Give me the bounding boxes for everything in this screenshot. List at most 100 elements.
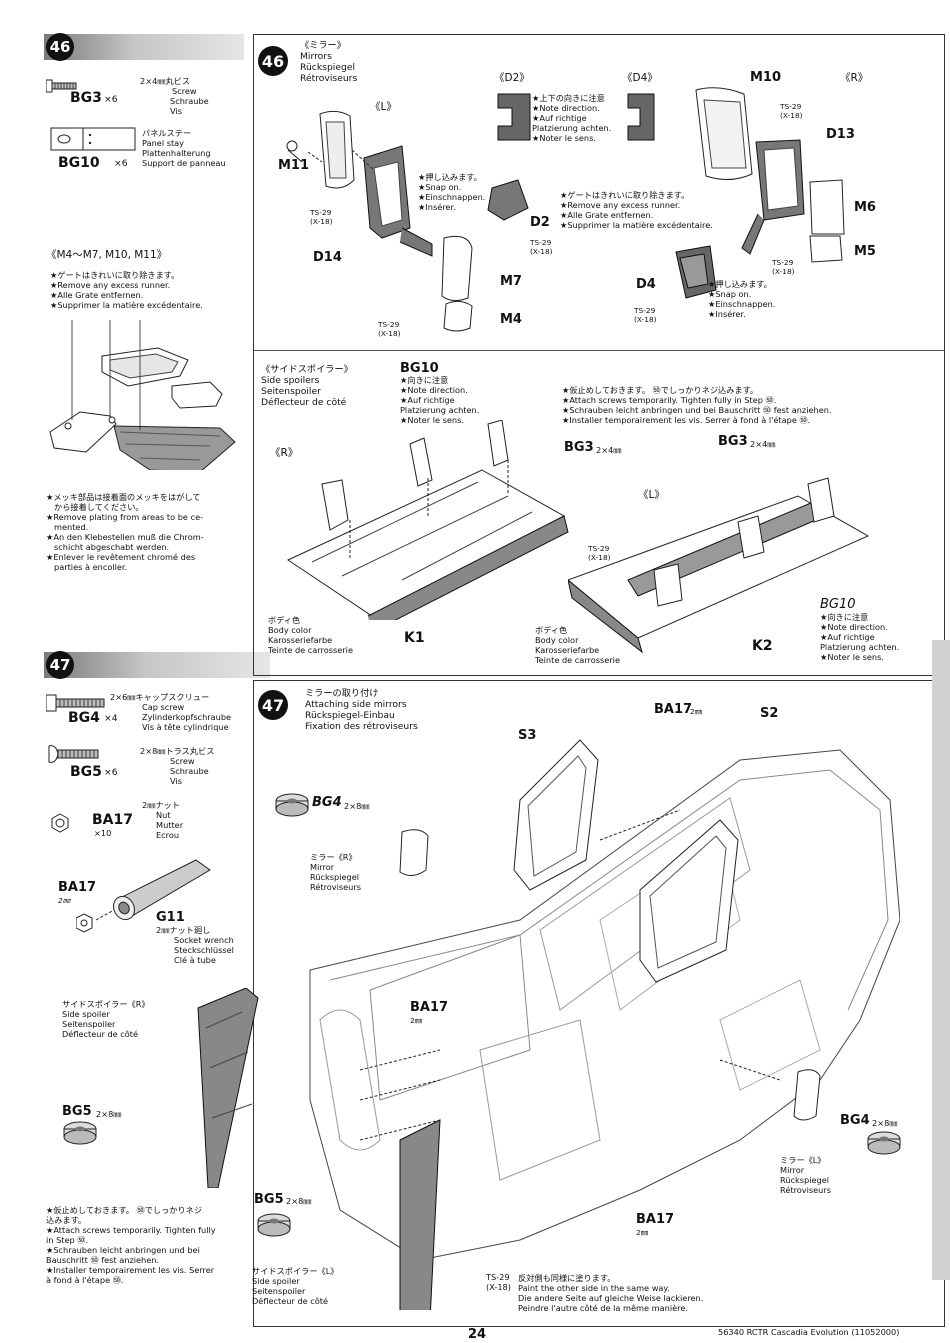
bg3-spoiler-size-2: 2×4㎜ bbox=[750, 439, 776, 449]
tool-code: G11 bbox=[156, 910, 185, 925]
tool-nut-size: 2㎜ bbox=[58, 896, 71, 905]
right-mirror-assembly bbox=[675, 87, 845, 299]
runner-removal-diagram bbox=[49, 320, 236, 470]
step-46-panel bbox=[253, 34, 945, 676]
right-spoiler-label: 《R》 bbox=[270, 447, 299, 459]
bg3-spoiler-label-2: BG3 bbox=[718, 434, 748, 449]
bg10-qty: ×6 bbox=[114, 158, 128, 169]
step-46-inner-divider bbox=[254, 350, 944, 351]
m11-label: M11 bbox=[278, 158, 310, 173]
bg4-part-icon-1 bbox=[275, 793, 309, 817]
left-side-spoiler-drawing bbox=[568, 477, 870, 654]
step-46-header-bar bbox=[44, 34, 244, 60]
mirror-r-note: ミラー《R》 Mirror Rückspiegel Rétroviseurs bbox=[310, 852, 362, 892]
step-47-header-bar bbox=[44, 652, 270, 678]
bg5-part-icon-2 bbox=[257, 1213, 291, 1237]
paint-code-note: TS-29 (X-18) bbox=[486, 1272, 511, 1292]
bg4-label-2: BG4 bbox=[840, 1113, 870, 1128]
m10-label: M10 bbox=[750, 70, 782, 85]
ts29-paint-5: TS-29 (X-18) bbox=[772, 258, 795, 276]
d2-label: D2 bbox=[530, 215, 550, 230]
mirrors-title: 《ミラー》 Mirrors Rückspiegel Rétroviseurs bbox=[300, 40, 358, 84]
tool-desc: 2㎜ナット廻し Socket wrench Steckschlüssel Clé… bbox=[156, 925, 234, 965]
bg4-qty: ×4 bbox=[104, 713, 118, 724]
d2-d4-direction-views bbox=[497, 93, 655, 141]
temporary-screws-note: ★仮止めしておきます。 ㊿でしっかりネジ込みます。 ★Attach screws… bbox=[562, 385, 832, 425]
side-spoilers-title: 《サイドスポイラー》 Side spoilers Seitenspoiler D… bbox=[261, 364, 353, 408]
note-m4-m11-title: 《M4〜M7, M10, M11》 bbox=[46, 249, 168, 261]
step-47-number: 47 bbox=[46, 651, 74, 679]
temporary-screws-note-2: ★仮止めしておきます。 ㊿でしっかりネジ 込みます。 ★Attach screw… bbox=[46, 1205, 216, 1285]
bg5-size-2: 2×8㎜ bbox=[286, 1196, 312, 1206]
d2-view-label: 《D2》 bbox=[494, 72, 530, 84]
spoiler-l-note: サイドスポイラー《L》 Side spoiler Seitenspoiler D… bbox=[252, 1266, 339, 1306]
bg5-qty: ×6 bbox=[104, 767, 118, 778]
bg5-code: BG5 bbox=[70, 764, 102, 780]
s2-label: S2 bbox=[760, 706, 779, 721]
right-side-spoiler-drawing bbox=[286, 420, 569, 620]
step-47-circle: 47 bbox=[258, 690, 288, 720]
ts29-paint-4: TS-29 (X-18) bbox=[780, 102, 803, 120]
right-mirror-label: 《R》 bbox=[840, 72, 869, 84]
bg3-spoiler-label-1: BG3 bbox=[564, 440, 594, 455]
ts29-paint-6: TS-29 (X-18) bbox=[634, 306, 657, 324]
ts29-paint-2: TS-29 (X-18) bbox=[530, 238, 553, 256]
bg4-label-1: BG4 bbox=[312, 795, 342, 810]
bg3-code: BG3 bbox=[70, 90, 102, 106]
m7-label: M7 bbox=[500, 274, 522, 289]
d4-label: D4 bbox=[636, 277, 656, 292]
bg4-size-1: 2×8㎜ bbox=[344, 801, 370, 811]
d4-view-label: 《D4》 bbox=[622, 72, 658, 84]
bg3-desc: 2×4㎜丸ビス Screw Schraube Vis bbox=[140, 76, 209, 116]
tool-nut-code: BA17 bbox=[58, 880, 97, 895]
bg3-spoiler-size-1: 2×4㎜ bbox=[596, 445, 622, 455]
bg4-cap-screw-icon bbox=[46, 694, 105, 712]
bg5-label-2: BG5 bbox=[254, 1192, 284, 1207]
bg5-desc: 2×8㎜トラス丸ビス Screw Schraube Vis bbox=[140, 746, 215, 786]
bg10-panel-stay-icon bbox=[50, 127, 136, 151]
d14-label: D14 bbox=[313, 250, 342, 265]
bg4-part-icon-2 bbox=[867, 1131, 901, 1155]
m4-label: M4 bbox=[500, 312, 522, 327]
bg10-spoiler-label: BG10 bbox=[400, 361, 439, 376]
ts29-paint-7: TS-29 (X-18) bbox=[588, 544, 611, 562]
attaching-mirrors-title: ミラーの取り付け Attaching side mirrors Rückspie… bbox=[305, 688, 418, 732]
step-46-circle: 46 bbox=[258, 46, 288, 76]
ba17-size-3: 2㎜ bbox=[636, 1228, 649, 1237]
s3-label: S3 bbox=[518, 728, 537, 743]
ba17-label-1: BA17 bbox=[654, 702, 693, 717]
ba17-desc: 2㎜ナット Nut Mutter Ecrou bbox=[142, 800, 184, 840]
bg10-desc: パネルステー Panel stay Plattenhalterung Suppo… bbox=[142, 128, 226, 168]
ba17-size-1: 2㎜ bbox=[690, 707, 703, 716]
bg4-size-2: 2×8㎜ bbox=[872, 1118, 898, 1128]
ba17-size-2: 2㎜ bbox=[410, 1016, 423, 1025]
bg3-screw-icon bbox=[46, 79, 77, 93]
d13-label: D13 bbox=[826, 127, 855, 142]
bg10-direction-note-2: ★向きに注意 ★Note direction. ★Auf richtige Pl… bbox=[820, 612, 900, 662]
socket-wrench-icon bbox=[76, 859, 211, 933]
bg10-spoiler-label-2: BG10 bbox=[820, 597, 856, 612]
footer-reference: 56340 RCTR Cascadia Evolution (11052000) bbox=[718, 1327, 900, 1337]
snap-on-note-1: ★押し込みます。 ★Snap on. ★Einschnappen. ★Insér… bbox=[418, 172, 486, 212]
ba17-label-2: BA17 bbox=[410, 1000, 449, 1015]
snap-on-note-2: ★押し込みます。 ★Snap on. ★Einschnappen. ★Insér… bbox=[708, 279, 776, 319]
right-spoiler-drawing bbox=[197, 988, 259, 1188]
page-number: 24 bbox=[468, 1327, 487, 1342]
ba17-nut-icon bbox=[51, 813, 69, 833]
spoiler-r-note: サイドスポイラー《R》 Side spoiler Seitenspoiler D… bbox=[62, 999, 150, 1039]
paint-other-side-note: 反対側も同様に塗ります。 Paint the other side in the… bbox=[518, 1273, 704, 1313]
mirror-l-note: ミラー《L》 Mirror Rückspiegel Rétroviseurs bbox=[780, 1155, 832, 1195]
gate-removal-note: ★ゲートはきれいに取り除きます。 ★Remove any excess runn… bbox=[560, 190, 713, 230]
plating-note: ★メッキ部品は接着面のメッキをはがして から接着してください。 ★Remove … bbox=[46, 492, 204, 572]
ba17-qty: ×10 bbox=[94, 828, 112, 838]
bg4-desc: 2×6㎜キャップスクリュー Cap screw Zylinderkopfschr… bbox=[110, 692, 232, 732]
ba17-code: BA17 bbox=[92, 812, 133, 828]
ts29-paint-3: TS-29 (X-18) bbox=[378, 320, 401, 338]
bg10-direction-note: ★向きに注意 ★Note direction. ★Auf richtige Pl… bbox=[400, 375, 480, 425]
body-color-note-2: ボディ色 Body color Karosseriefarbe Teinte d… bbox=[535, 625, 620, 665]
bg5-part-icon-1 bbox=[63, 1121, 97, 1145]
page-edge-tab bbox=[932, 640, 950, 1280]
bg5-size-1: 2×8㎜ bbox=[96, 1109, 122, 1119]
k1-label: K1 bbox=[404, 630, 425, 646]
bg3-qty: ×6 bbox=[104, 94, 118, 105]
